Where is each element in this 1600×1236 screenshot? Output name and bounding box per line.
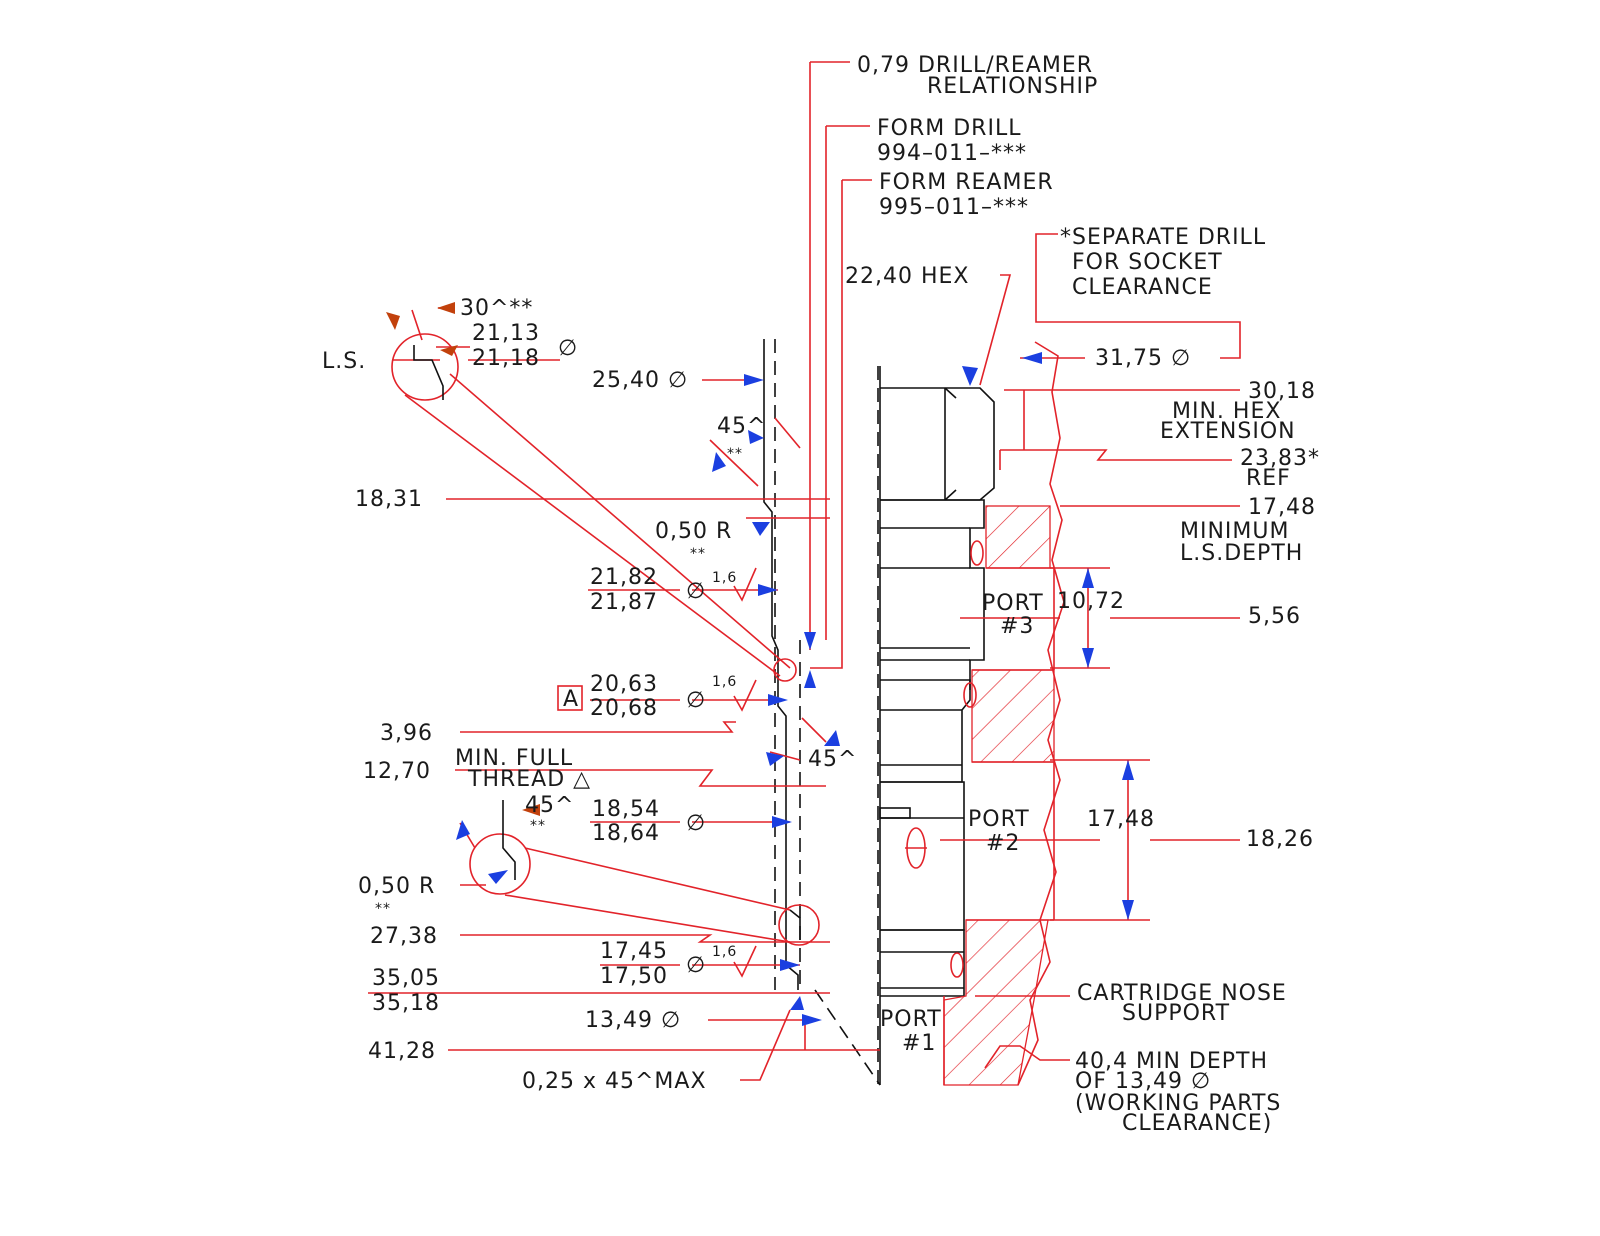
cavity-profile (763, 339, 881, 1086)
stars-top: ** (727, 446, 743, 462)
dim-21-82: 21,82 (590, 565, 658, 590)
arrowheads (386, 302, 1134, 1026)
separate-drill-label-2: FOR SOCKET (1072, 250, 1223, 275)
port2-width: 17,48 (1087, 807, 1155, 832)
dia-symbol-18-54: ∅ (686, 811, 706, 836)
port-labels: PORT #3 PORT #2 PORT #1 (880, 591, 1044, 1056)
separate-drill-label-3: CLEARANCE (1072, 275, 1213, 300)
stars-low: ** (530, 818, 546, 834)
dim-35-05: 35,05 (372, 966, 440, 991)
dim-12-70: 12,70 (363, 759, 431, 784)
dim-20-68: 20,68 (590, 696, 658, 721)
dia-symbol-ls: ∅ (558, 336, 578, 361)
min-depth-label-2: OF 13,49 ∅ (1075, 1069, 1211, 1094)
form-reamer-part: 995–011–*** (879, 195, 1029, 220)
port3-label: PORT (982, 591, 1044, 616)
min-hex-extension-label: MIN. HEX (1172, 399, 1281, 424)
port1-label: PORT (880, 1007, 942, 1032)
dim-21-18: 21,18 (472, 346, 540, 371)
socket-diameter: 31,75 ∅ (1095, 346, 1191, 371)
min-full-thread: MIN. FULL (455, 746, 573, 771)
drill-reamer-label-2: RELATIONSHIP (927, 74, 1098, 99)
dim-27-38: 27,38 (370, 924, 438, 949)
dim-3-96: 3,96 (380, 721, 433, 746)
ref-value: 23,83* (1240, 446, 1320, 471)
port2-offset: 18,26 (1246, 827, 1314, 852)
dia-symbol-21-82: ∅ (686, 579, 706, 604)
dim-18-54: 18,54 (592, 797, 660, 822)
port1-number: #1 (902, 1031, 936, 1056)
dim-13-49: 13,49 ∅ (585, 1008, 681, 1033)
dim-18-64: 18,64 (592, 821, 660, 846)
callout-texts: 0,79 DRILL/REAMER RELATIONSHIP FORM DRIL… (845, 53, 1320, 1136)
stars-radius-top: ** (690, 546, 706, 562)
port2-label: PORT (968, 807, 1030, 832)
ls-depth-value: 17,48 (1248, 495, 1316, 520)
datum-a: A (563, 687, 579, 712)
separate-drill-label: *SEPARATE DRILL (1060, 225, 1266, 250)
ref-label: REF (1246, 466, 1291, 491)
finish-1-6-c: 1,6 (712, 944, 737, 960)
min-depth-label-4: CLEARANCE) (1122, 1111, 1272, 1136)
radius-050-top: 0,50 R (655, 519, 732, 544)
hex-size: 22,40 HEX (845, 264, 970, 289)
housing-section (943, 341, 1065, 1086)
stars-radius-low: ** (375, 901, 391, 917)
drill-reamer-label: 0,79 DRILL/REAMER (857, 53, 1093, 78)
angle-45-top: 45^ (717, 414, 766, 439)
dia-symbol-17-45: ∅ (686, 953, 706, 978)
dim-41-28: 41,28 (368, 1039, 436, 1064)
dia-symbol-20-63: ∅ (686, 688, 706, 713)
port3-offset: 5,56 (1248, 604, 1301, 629)
chamfer-note: 0,25 x 45^MAX (522, 1069, 707, 1094)
radius-050-low: 0,50 R (358, 874, 435, 899)
dim-35-18: 35,18 (372, 991, 440, 1016)
dim-21-87: 21,87 (590, 590, 658, 615)
dim-17-45: 17,45 (600, 939, 668, 964)
dimension-texts: 30^** L.S. 21,13 21,18 ∅ 25,40 ∅ 45^ ** … (322, 296, 857, 1094)
ls-label: L.S. (322, 349, 366, 374)
finish-1-6-a: 1,6 (712, 570, 737, 586)
cartridge-body (879, 387, 995, 997)
port3-width: 10,72 (1057, 589, 1125, 614)
min-hex-extension-value: 30,18 (1248, 379, 1316, 404)
min-hex-extension-label-2: EXTENSION (1160, 419, 1296, 444)
min-depth-label-3: (WORKING PARTS (1075, 1091, 1281, 1116)
port2-number: #2 (986, 831, 1020, 856)
finish-1-6-b: 1,6 (712, 674, 737, 690)
ls-depth-label: MINIMUM (1180, 519, 1289, 544)
port3-number: #3 (1000, 614, 1034, 639)
form-reamer-label: FORM REAMER (879, 170, 1054, 195)
dim-18-31: 18,31 (355, 487, 423, 512)
dim-20-63: 20,63 (590, 672, 658, 697)
form-drill-label: FORM DRILL (877, 116, 1021, 141)
dim-21-13: 21,13 (472, 321, 540, 346)
dim-17-50: 17,50 (600, 964, 668, 989)
angle-45-low: 45^ (525, 793, 574, 818)
form-drill-part: 994–011–*** (877, 141, 1027, 166)
min-full-thread-2: THREAD △ (467, 767, 591, 792)
angle-30: 30^** (460, 296, 533, 321)
angle-45-mid: 45^ (808, 747, 857, 772)
min-depth-label: 40,4 MIN DEPTH (1075, 1049, 1268, 1074)
leader-lines (368, 61, 1241, 1081)
cartridge-nose-label: CARTRIDGE NOSE (1077, 981, 1287, 1006)
cartridge-nose-label-2: SUPPORT (1122, 1001, 1230, 1026)
dim-25-40: 25,40 ∅ (592, 368, 688, 393)
ls-depth-label-2: L.S.DEPTH (1180, 541, 1303, 566)
datum-a-box (557, 685, 583, 711)
